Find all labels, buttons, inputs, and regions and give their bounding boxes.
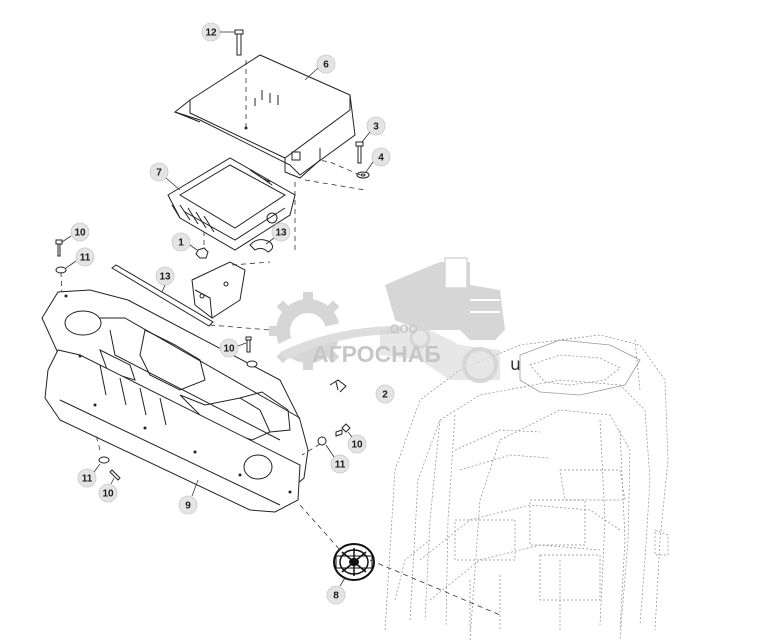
callout-11-right: 11 bbox=[325, 444, 350, 474]
svg-text:10: 10 bbox=[74, 228, 86, 239]
callout-1: 1 bbox=[171, 232, 198, 252]
leader-11-upper-left bbox=[60, 271, 63, 296]
part-8-fan-cover bbox=[333, 543, 375, 581]
callout-8: 8 bbox=[326, 577, 346, 605]
svg-text:12: 12 bbox=[205, 28, 217, 39]
part-10-bolt-upper-left bbox=[55, 239, 63, 257]
part-7-control-unit bbox=[167, 157, 296, 251]
part-11-washer-right bbox=[317, 436, 327, 446]
leader-13-rod bbox=[209, 324, 271, 331]
callout-13-clamp: 13 bbox=[265, 222, 291, 245]
part-10-bolt-right bbox=[335, 423, 351, 437]
callout-6: 6 bbox=[304, 54, 336, 81]
leader-bracket bbox=[231, 261, 271, 266]
gear-logo-icon bbox=[269, 292, 400, 370]
svg-text:9: 9 bbox=[185, 501, 191, 512]
watermark-company-name: АГРОСНАБ bbox=[312, 341, 441, 367]
callout-10-right: 10 bbox=[347, 431, 367, 454]
callout-9: 9 bbox=[178, 479, 199, 515]
part-13-clamp-small bbox=[249, 239, 274, 253]
callout-10-lower-left: 10 bbox=[98, 477, 118, 503]
callout-11-upper-left: 11 bbox=[65, 247, 95, 269]
part-9-frame bbox=[41, 289, 309, 513]
part-3-bolt bbox=[355, 141, 364, 164]
part-12-bolt bbox=[234, 29, 244, 56]
svg-text:1: 1 bbox=[178, 238, 184, 249]
leader-lower-left bbox=[95, 434, 101, 451]
callout-2: 2 bbox=[375, 384, 395, 404]
callout-10-upper-left: 10 bbox=[61, 222, 90, 243]
leader-8-to-cab bbox=[369, 559, 501, 616]
callout-3: 3 bbox=[361, 116, 386, 143]
agrosnab-watermark: ООО АГРОСНАБ bbox=[269, 257, 505, 383]
svg-text:11: 11 bbox=[82, 474, 93, 485]
part-11-washer-mid bbox=[246, 360, 258, 368]
part-10-bolt-mid bbox=[245, 336, 252, 353]
svg-text:2: 2 bbox=[382, 390, 388, 401]
watermark-prefix: ООО bbox=[390, 322, 418, 336]
part-2-clip bbox=[329, 379, 347, 393]
svg-text:11: 11 bbox=[80, 253, 91, 264]
callout-12: 12 bbox=[201, 22, 235, 42]
svg-text:13: 13 bbox=[159, 272, 171, 283]
svg-text:10: 10 bbox=[102, 489, 114, 500]
svg-text:3: 3 bbox=[373, 122, 379, 133]
svg-text:10: 10 bbox=[351, 440, 363, 451]
part-bracket bbox=[191, 261, 246, 319]
svg-text:7: 7 bbox=[156, 168, 162, 179]
part-10-bolt-lower-left bbox=[109, 469, 121, 481]
callout-11-lower-left: 11 bbox=[77, 463, 101, 488]
part-1-nut bbox=[195, 247, 209, 259]
svg-text:8: 8 bbox=[333, 591, 339, 602]
svg-text:4: 4 bbox=[378, 153, 384, 164]
callout-13-rod: 13 bbox=[155, 266, 175, 293]
part-4-washer bbox=[356, 171, 370, 179]
svg-text:13: 13 bbox=[275, 228, 287, 239]
callout-4: 4 bbox=[365, 147, 391, 173]
svg-text:6: 6 bbox=[323, 60, 329, 71]
callout-10-mid: 10 bbox=[219, 338, 247, 358]
leader-11-right bbox=[301, 443, 321, 456]
harvester-logo-icon bbox=[380, 257, 505, 383]
leader-8 bbox=[299, 504, 341, 551]
part-6-cover bbox=[173, 54, 356, 179]
part-13-rod bbox=[111, 264, 214, 327]
svg-text:11: 11 bbox=[335, 460, 346, 471]
svg-text:10: 10 bbox=[223, 344, 235, 355]
stray-character: u bbox=[510, 355, 521, 375]
part-11-washer-lower-left bbox=[98, 456, 110, 464]
leader-cover-right bbox=[304, 179, 366, 191]
leader-4 bbox=[317, 159, 361, 176]
tractor-cab-illustration bbox=[384, 334, 669, 641]
callout-7: 7 bbox=[149, 162, 181, 191]
